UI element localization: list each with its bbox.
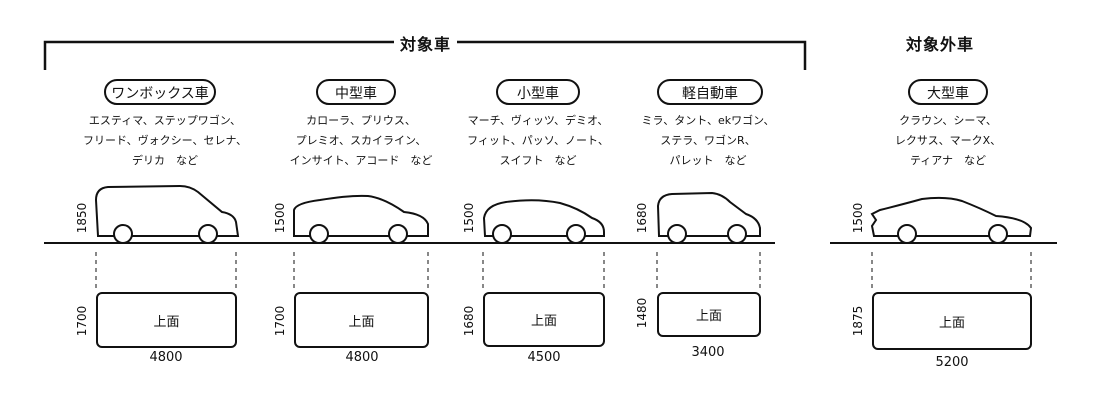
kei-car-silhouette: [656, 191, 761, 244]
van-silhouette: [94, 184, 240, 244]
category-label-medium: 中型車: [316, 79, 396, 105]
model-line: インサイト、アコード など: [289, 154, 433, 167]
model-line: マーチ、ヴィッツ、デミオ、: [467, 114, 609, 127]
large-sedan-silhouette: [870, 196, 1033, 244]
dashed-guides: [95, 252, 1032, 290]
sedan-silhouette: [293, 194, 429, 244]
height-label-compact: 1500: [462, 202, 476, 234]
model-line: プレミオ、スカイライン、: [295, 134, 427, 147]
model-list-one-box: エスティマ、ステップワゴン、 フリード、ヴォクシー、セレナ、 デリカ など: [70, 111, 260, 171]
top-view-box-large: 上面: [872, 292, 1032, 350]
length-label-medium: 4800: [345, 350, 379, 365]
model-line: パレット など: [669, 154, 747, 167]
model-list-large: クラウン、シーマ、 レクサス、マークX、 ティアナ など: [868, 111, 1028, 171]
top-view-box-one-box: 上面: [96, 292, 237, 348]
top-view-label: 上面: [938, 315, 965, 331]
compact-silhouette: [482, 199, 605, 244]
top-view-label: 上面: [153, 314, 180, 330]
model-list-kei: ミラ、タント、ekワゴン、 ステラ、ワゴンR、 パレット など: [628, 111, 788, 171]
top-view-label: 上面: [695, 309, 722, 324]
category-label-one-box: ワンボックス車: [104, 79, 216, 105]
height-label-medium: 1500: [273, 202, 287, 234]
model-line: クラウン、シーマ、: [899, 114, 997, 127]
model-line: エスティマ、ステップワゴン、: [88, 114, 242, 127]
top-view-label: 上面: [348, 314, 375, 330]
category-label-compact: 小型車: [496, 79, 580, 105]
model-line: ミラ、タント、ekワゴン、: [641, 114, 775, 127]
length-label-one-box: 4800: [149, 350, 183, 365]
height-label-kei: 1680: [635, 202, 649, 234]
model-line: ティアナ など: [909, 154, 987, 167]
model-line: スイフト など: [499, 154, 577, 167]
model-line: レクサス、マークX、: [894, 134, 1002, 147]
width-label-kei: 1480: [635, 297, 649, 329]
model-line: フリード、ヴォクシー、セレナ、: [83, 134, 247, 147]
top-view-box-compact: 上面: [483, 292, 605, 347]
height-label-one-box: 1850: [75, 202, 89, 234]
top-view-box-medium: 上面: [294, 292, 429, 348]
target-header: 対象車: [394, 31, 458, 55]
category-label-large: 大型車: [908, 79, 988, 105]
non-target-header: 対象外車: [906, 31, 975, 55]
top-view-label: 上面: [530, 314, 557, 329]
model-line: ステラ、ワゴンR、: [660, 134, 756, 147]
length-label-compact: 4500: [527, 350, 561, 365]
top-view-box-kei: 上面: [657, 292, 761, 337]
model-line: デリカ など: [132, 154, 198, 167]
category-label-kei: 軽自動車: [657, 79, 763, 105]
width-label-one-box: 1700: [75, 305, 89, 337]
width-label-medium: 1700: [273, 305, 287, 337]
model-list-medium: カローラ、プリウス、 プレミオ、スカイライン、 インサイト、アコード など: [266, 111, 456, 171]
model-list-compact: マーチ、ヴィッツ、デミオ、 フィット、パッソ、ノート、 スイフト など: [448, 111, 628, 171]
length-label-kei: 3400: [691, 345, 725, 360]
model-line: カローラ、プリウス、: [306, 114, 416, 127]
width-label-compact: 1680: [462, 305, 476, 337]
width-label-large: 1875: [851, 305, 865, 337]
length-label-large: 5200: [935, 355, 969, 370]
model-line: フィット、パッソ、ノート、: [467, 134, 609, 147]
height-label-large: 1500: [851, 202, 865, 234]
